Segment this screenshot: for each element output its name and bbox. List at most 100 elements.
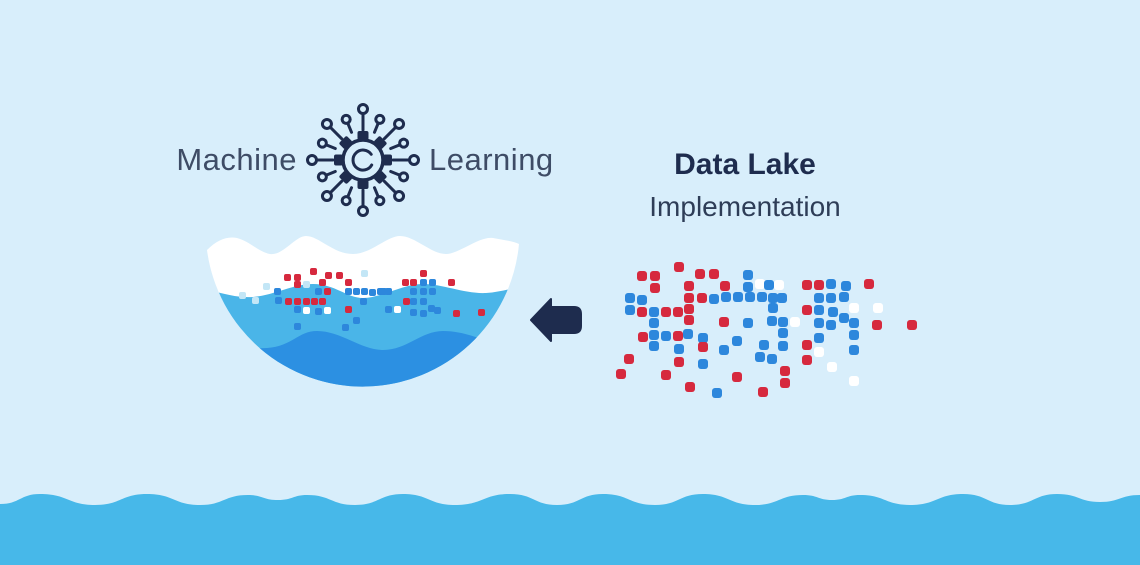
data-point [698,359,708,369]
data-point [625,293,635,303]
data-point [849,303,859,313]
data-point [743,282,753,292]
data-point [743,318,753,328]
data-point [385,306,392,313]
data-point [420,270,427,277]
data-point [673,331,683,341]
circuit-gear-icon [306,103,421,217]
data-point [828,307,838,317]
water-wave [0,494,1140,565]
data-point [361,270,368,277]
data-point [661,307,671,317]
data-point [743,270,753,280]
data-point [814,293,824,303]
data-point [759,340,769,350]
data-point [745,292,755,302]
left-arrow-icon [530,298,582,342]
data-point [802,280,812,290]
data-point [757,292,767,302]
data-point [311,298,318,305]
data-point [685,382,695,392]
data-lake-bowl [207,236,519,387]
data-point [315,308,322,315]
data-point [709,269,719,279]
data-point [802,355,812,365]
data-point [778,341,788,351]
data-point [649,341,659,351]
data-point [360,298,367,305]
data-point [764,280,774,290]
data-point [448,279,455,286]
data-point [325,272,332,279]
data-point [624,354,634,364]
data-point [684,281,694,291]
data-point [774,280,784,290]
data-point [768,293,778,303]
data-point [872,320,882,330]
bowl-deep-water [207,331,519,387]
data-point [369,289,376,296]
data-point [778,317,788,327]
data-point [814,318,824,328]
data-point [319,298,326,305]
data-point [310,268,317,275]
data-point [712,388,722,398]
data-point [420,310,427,317]
data-point [777,293,787,303]
data-point [907,320,917,330]
data-point [394,306,401,313]
data-point [649,330,659,340]
data-point [733,292,743,302]
data-point [849,330,859,340]
data-point [429,279,436,286]
data-point [361,288,368,295]
data-point [698,333,708,343]
data-point [410,298,417,305]
data-point [758,387,768,397]
data-point [410,288,417,295]
data-points-cloud [600,255,930,405]
learning-word: Learning [429,142,554,177]
data-point [841,281,851,291]
data-point [673,307,683,317]
data-point [814,347,824,357]
data-point [767,316,777,326]
data-point [638,332,648,342]
data-point [674,262,684,272]
data-point [814,333,824,343]
data-point [380,288,387,295]
data-point [697,293,707,303]
bowl-data-points [203,228,523,408]
data-point [720,281,730,291]
data-point [650,271,660,281]
data-point [637,307,647,317]
data-point [315,288,322,295]
data-point [661,370,671,380]
data-point [420,288,427,295]
data-point [802,340,812,350]
data-point [410,309,417,316]
data-point [478,309,485,316]
data-point [780,366,790,376]
data-point [410,279,417,286]
data-point [324,288,331,295]
data-lake-heading: Data Lake Implementation [595,148,895,223]
data-point [674,357,684,367]
data-point [684,315,694,325]
data-point [814,305,824,315]
data-point [637,271,647,281]
data-point [827,362,837,372]
data-point [336,272,343,279]
data-point [453,310,460,317]
data-point [285,298,292,305]
data-point [342,324,349,331]
data-point [434,307,441,314]
data-point [294,306,301,313]
data-point [721,292,731,302]
machine-learning-label: Machine [160,100,570,220]
data-point [428,305,435,312]
data-point [826,279,836,289]
data-point [284,274,291,281]
data-point [778,328,788,338]
